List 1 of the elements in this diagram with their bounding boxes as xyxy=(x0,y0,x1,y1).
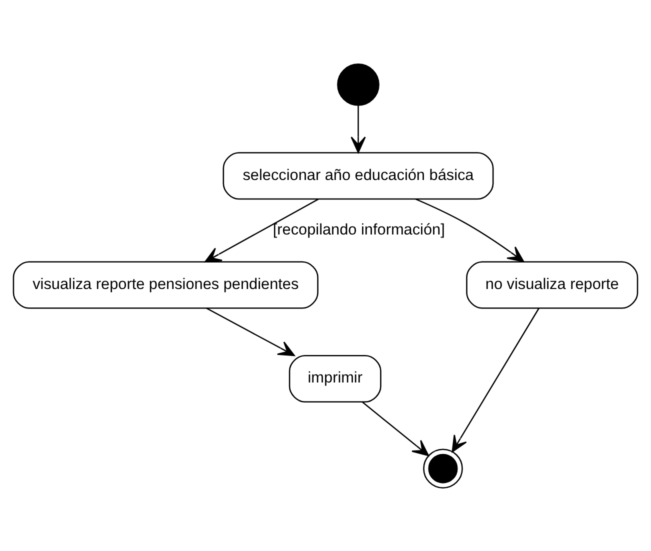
edge-label: [recopilando información] xyxy=(272,220,445,238)
